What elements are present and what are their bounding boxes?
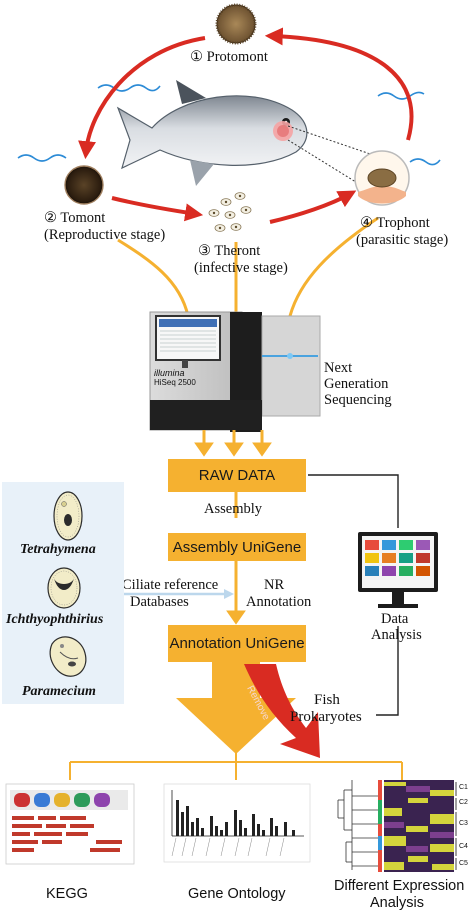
ngs-label-line1: Next: [324, 360, 353, 376]
protomont-label: ① Protomont: [190, 49, 268, 65]
ciliate-ref-line2: Databases: [130, 594, 189, 610]
ciliate-paramecium: Paramecium: [22, 684, 96, 699]
dea-label-line1: Different Expression: [334, 878, 465, 894]
ciliate-ichthyophthirius: Ichthyophthirius: [6, 612, 104, 627]
cluster-c4: C4: [459, 843, 468, 850]
ciliate-reference-panel: Tetrahymena Ichthyophthirius Paramecium: [2, 482, 124, 704]
pipeline-connectors: [226, 492, 246, 625]
trophont-sublabel: (parasitic stage): [356, 232, 449, 248]
pompano-fish: [116, 80, 308, 186]
nr-annotation-line2: Annotation: [246, 594, 312, 610]
ciliate-ref-line1: Ciliate reference: [122, 577, 219, 593]
removed-prokaryotes: Prokaryotes: [290, 709, 362, 725]
ngs-label-line2: Generation: [324, 376, 389, 392]
gene-ontology-label: Gene Ontology: [188, 886, 286, 902]
analysis-bracket: [308, 474, 399, 716]
machine-output-arrows: [194, 430, 272, 457]
kegg-label: KEGG: [46, 886, 88, 902]
funnel-lines: [117, 216, 379, 317]
data-analysis-line2: Analysis: [371, 627, 422, 643]
tetrahymena-icon: [53, 491, 83, 541]
sequencer-model: HiSeq 2500: [154, 378, 196, 387]
ciliate-drawings: [47, 491, 87, 677]
trophont-label: ④ Trophont: [360, 215, 430, 231]
paramecium-icon: [49, 636, 87, 677]
trophont-zoom: [354, 150, 410, 206]
theront-label: ③ Theront: [198, 243, 261, 259]
data-analysis-line1: Data: [381, 611, 409, 627]
cluster-c1: C1: [459, 784, 468, 791]
sequencer-machine: [149, 311, 321, 432]
assembly-unigene-box: Assembly UniGene: [168, 533, 306, 561]
tomont-label: ② Tomont: [44, 210, 106, 226]
assembly-step-label: Assembly: [204, 501, 262, 517]
reference-arrow: [124, 589, 234, 599]
cluster-c2: C2: [459, 799, 468, 806]
remove-arrow: [244, 664, 320, 758]
dea-label-line2: Analysis: [370, 895, 424, 911]
theront-cells: [208, 192, 252, 232]
tomont-sublabel: (Reproductive stage): [44, 227, 166, 243]
annotation-unigene-box: Annotation UniGene: [168, 625, 306, 662]
theront-sublabel: (infective stage): [194, 260, 288, 276]
monitor-icon: [358, 532, 438, 608]
kegg-thumbnail: [5, 783, 135, 865]
ngs-label-line3: Sequencing: [324, 392, 392, 408]
water-waves: [17, 84, 441, 166]
sequencer-brand: illumina: [154, 368, 185, 378]
cluster-c3: C3: [459, 820, 468, 827]
nr-annotation-line1: NR: [264, 577, 285, 593]
protomont-cell: [215, 3, 257, 45]
raw-data-box: RAW DATA: [168, 459, 306, 492]
cluster-c5: C5: [459, 860, 468, 867]
tomont-cyst: [64, 165, 104, 205]
output-bracket: [69, 752, 403, 780]
ciliate-tetrahymena: Tetrahymena: [20, 542, 96, 557]
lifecycle-arrows: [78, 27, 414, 224]
go-thumbnail: [163, 783, 311, 863]
ichthyophthirius-icon: [47, 567, 81, 609]
removed-fish: Fish: [314, 692, 340, 708]
heatmap-thumbnail: [337, 780, 457, 872]
